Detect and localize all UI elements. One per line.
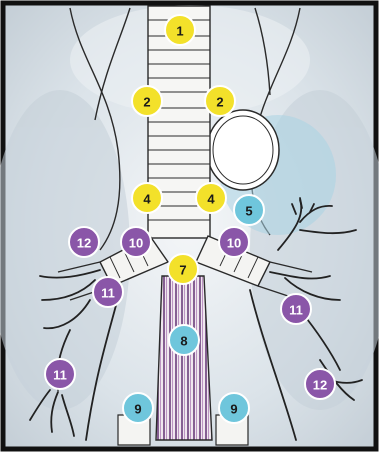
station-node-11: 11 <box>45 359 75 389</box>
station-node-8: 8 <box>169 325 199 355</box>
station-node-label: 4 <box>207 192 215 207</box>
station-node-12: 12 <box>305 369 335 399</box>
station-node-label: 9 <box>134 402 141 417</box>
station-node-2: 2 <box>132 86 162 116</box>
station-node-10: 10 <box>219 227 249 257</box>
station-node-11: 11 <box>93 277 123 307</box>
station-node-label: 10 <box>227 236 241 251</box>
station-node-label: 2 <box>216 95 223 110</box>
station-node-label: 12 <box>77 236 91 251</box>
station-node-label: 7 <box>179 263 186 278</box>
station-node-10: 10 <box>121 227 151 257</box>
station-node-label: 11 <box>101 286 115 301</box>
station-node-label: 2 <box>143 95 150 110</box>
station-node-label: 5 <box>245 204 252 219</box>
station-node-1: 1 <box>165 15 195 45</box>
station-node-label: 12 <box>313 378 327 393</box>
station-node-9: 9 <box>123 393 153 423</box>
station-node-4: 4 <box>132 183 162 213</box>
station-node-2: 2 <box>205 86 235 116</box>
station-node-label: 11 <box>289 303 303 318</box>
station-node-11: 11 <box>281 294 311 324</box>
station-node-label: 10 <box>129 236 143 251</box>
station-node-label: 1 <box>176 24 183 39</box>
station-node-12: 12 <box>69 227 99 257</box>
station-node-label: 11 <box>53 368 67 383</box>
station-node-label: 8 <box>180 334 187 349</box>
station-node-5: 5 <box>234 195 264 225</box>
station-node-label: 9 <box>230 402 237 417</box>
station-node-4: 4 <box>196 183 226 213</box>
station-node-9: 9 <box>219 393 249 423</box>
station-node-7: 7 <box>168 254 198 284</box>
esophagus <box>156 276 212 440</box>
station-node-label: 4 <box>143 192 151 207</box>
